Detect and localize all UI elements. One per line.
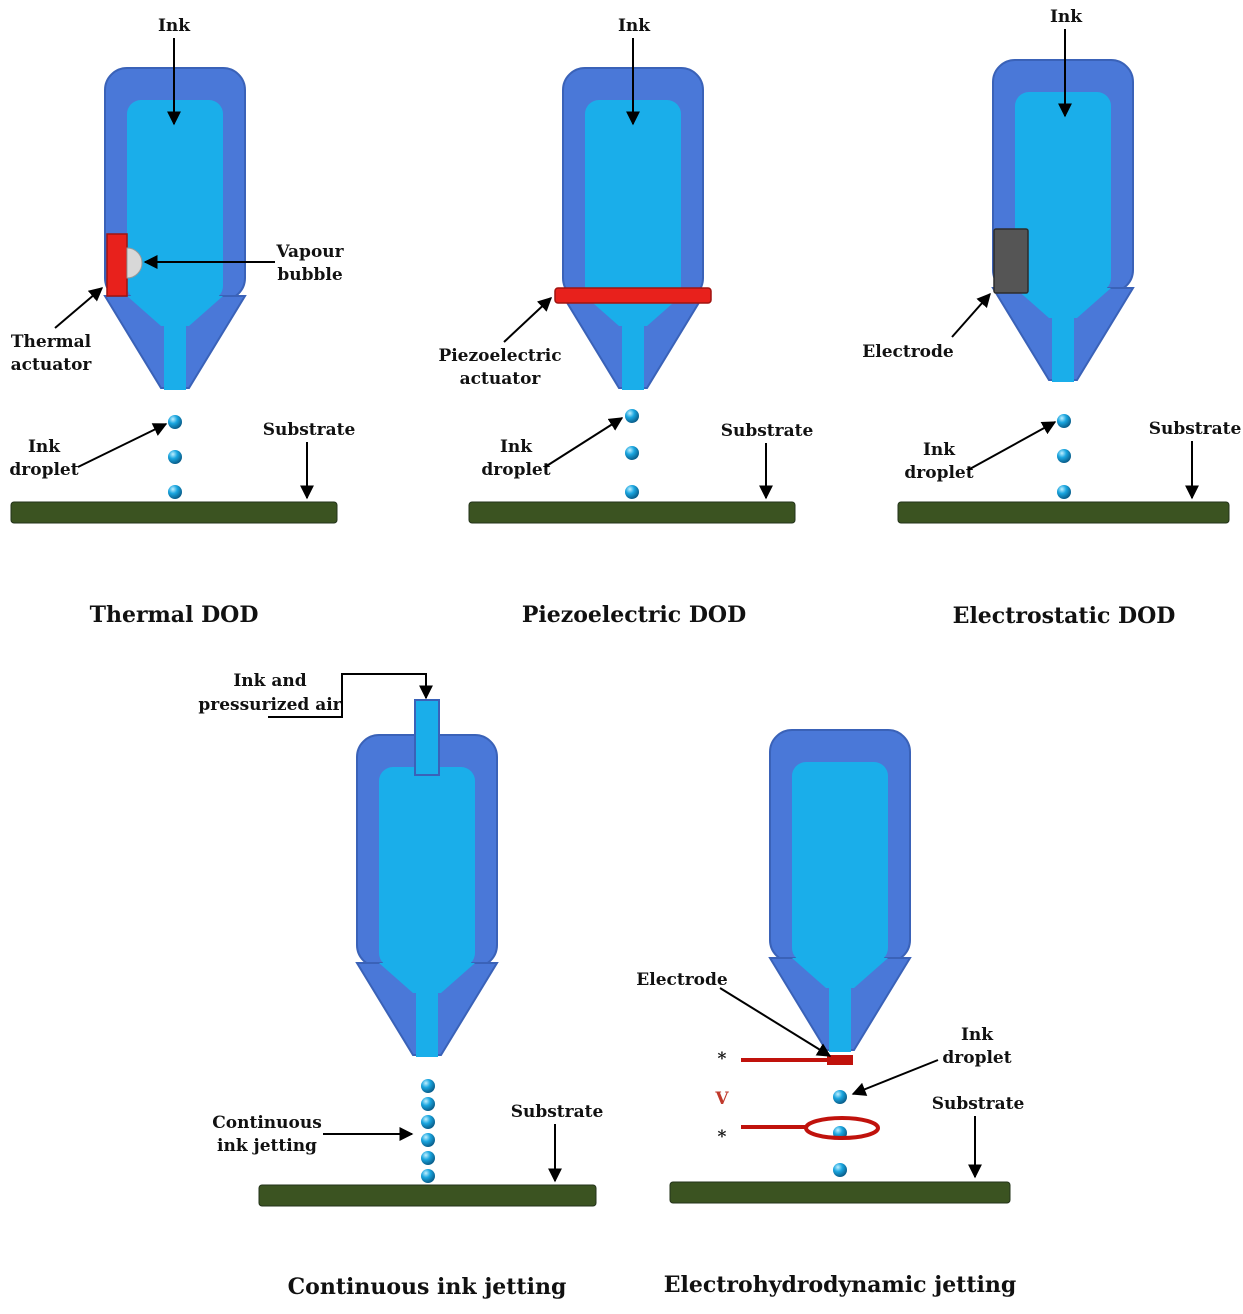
ink-droplet-label-2: droplet [942, 1048, 1011, 1068]
electrode-arrow [719, 987, 832, 1057]
piezo-actuator-label-1: Piezoelectric [438, 346, 561, 366]
ink-droplet-arrow [851, 1059, 939, 1096]
droplet [1057, 485, 1071, 499]
droplet [625, 409, 639, 423]
panel-title: Electrohydrodynamic jetting [664, 1272, 1017, 1298]
piezoelectric-actuator [554, 287, 712, 304]
droplet [833, 1163, 847, 1177]
continuous-jetting-label-1: Continuous [212, 1113, 322, 1133]
droplet [421, 1169, 435, 1183]
continuous-printhead [356, 734, 498, 1058]
droplet [833, 1090, 847, 1104]
panel-title: Piezoelectric DOD [522, 602, 746, 628]
substrate-label: Substrate [263, 420, 356, 440]
substrate-label: Substrate [932, 1094, 1025, 1114]
continuous-jetting-label-2: ink jetting [217, 1136, 317, 1156]
panel-title: Continuous ink jetting [288, 1274, 567, 1300]
ink-droplet-label-1: Ink [923, 440, 956, 460]
ink-air-arrow [268, 673, 433, 718]
ehd-printhead [769, 729, 911, 1053]
panel-title: Electrostatic DOD [953, 603, 1176, 629]
substrate [258, 1184, 597, 1207]
thermal-actuator [106, 233, 128, 297]
ink-droplet-label-1: Ink [28, 437, 61, 457]
terminal-mark-top: * [718, 1049, 727, 1069]
droplet [421, 1133, 435, 1147]
substrate-label: Substrate [721, 421, 814, 441]
thermal-actuator-label-2: actuator [11, 355, 93, 375]
ehd-jetting-panel: Electrode Ink droplet Substrate * V * El… [636, 729, 1025, 1298]
ink-air-label-1: Ink and [233, 671, 306, 691]
ink-droplet-label-2: droplet [9, 460, 78, 480]
ink-air-label-2: pressurized air [198, 695, 342, 715]
continuous-jetting-panel: Ink and pressurized air Continuous ink j… [198, 671, 603, 1300]
droplet [168, 450, 182, 464]
thermal-actuator-arrow [54, 287, 104, 329]
electrode-arrow [951, 292, 991, 338]
electrode-block [993, 228, 1029, 294]
vapour-bubble-label-1: Vapour [275, 242, 344, 262]
substrate-label: Substrate [511, 1102, 604, 1122]
droplet [168, 485, 182, 499]
substrate [669, 1181, 1011, 1204]
inlet-tube [414, 699, 440, 776]
panel-title: Thermal DOD [90, 602, 259, 628]
ink-droplet-label-1: Ink [961, 1025, 994, 1045]
electrostatic-dod-panel: Ink Electrode Ink droplet Substrate Elec… [862, 7, 1241, 629]
droplet [625, 446, 639, 460]
droplet [1057, 449, 1071, 463]
thermal-dod-panel: Ink Vapour bubble Thermal actuator Ink d… [9, 16, 355, 628]
ring-electrode [804, 1116, 880, 1140]
electrode-label: Electrode [862, 342, 954, 362]
terminal-mark-bottom: * [718, 1127, 727, 1147]
ink-label: Ink [1050, 7, 1083, 27]
voltage-label: V [714, 1089, 729, 1109]
ink-droplet-arrow [967, 421, 1057, 471]
substrate-label: Substrate [1149, 419, 1242, 439]
vapour-bubble-label-2: bubble [277, 265, 342, 285]
substrate [10, 501, 338, 524]
piezo-actuator-arrow [503, 297, 553, 343]
piezo-actuator-label-2: actuator [460, 369, 542, 389]
ink-label: Ink [618, 16, 651, 36]
ink-droplet-label-2: droplet [904, 463, 973, 483]
substrate [897, 501, 1230, 524]
droplet [421, 1097, 435, 1111]
droplet [421, 1079, 435, 1093]
droplet [1057, 414, 1071, 428]
ink-droplet-label-2: droplet [481, 460, 550, 480]
piezoelectric-dod-panel: Ink Piezoelectric actuator Ink droplet S… [438, 16, 813, 628]
ink-droplet-label-1: Ink [500, 437, 533, 457]
top-electrode [827, 1055, 853, 1065]
droplet [625, 485, 639, 499]
droplet [168, 415, 182, 429]
substrate [468, 501, 796, 524]
thermal-actuator-label-1: Thermal [11, 332, 92, 352]
droplet [421, 1115, 435, 1129]
ink-droplet-arrow [77, 423, 168, 468]
electrode-label: Electrode [636, 970, 728, 990]
ink-label: Ink [158, 16, 191, 36]
droplet [421, 1151, 435, 1165]
ink-droplet-arrow [544, 417, 624, 468]
vapour-bubble [126, 247, 143, 279]
electrostatic-printhead [992, 59, 1134, 383]
